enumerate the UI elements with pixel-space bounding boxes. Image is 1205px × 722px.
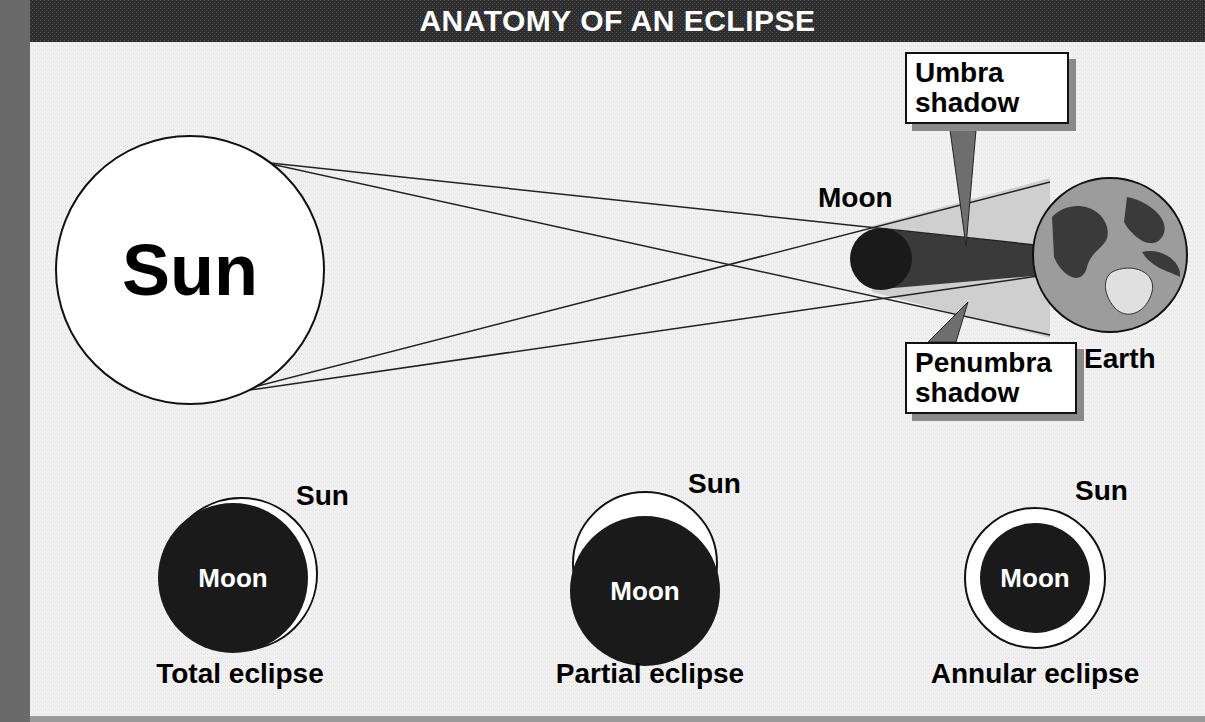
node-label: Earth bbox=[1084, 343, 1156, 375]
sun-circle: Sun bbox=[55, 135, 325, 405]
node-label: Sun bbox=[122, 229, 258, 311]
earth-globe: Earth bbox=[1032, 177, 1188, 333]
panel bbox=[30, 0, 1205, 716]
diagram-title: ANATOMY OF AN ECLIPSE bbox=[30, 0, 1205, 42]
node-label: Moon bbox=[610, 576, 679, 607]
moon-disc: Moon bbox=[570, 516, 720, 666]
callout-box: Umbra shadow bbox=[905, 52, 1069, 124]
sun-disc bbox=[965, 508, 1105, 648]
node-label: Moon bbox=[1000, 563, 1069, 594]
moon-circle: Moon bbox=[850, 228, 912, 290]
node-label: Moon bbox=[818, 182, 893, 214]
sun-label: Sun bbox=[688, 468, 741, 500]
eclipse-caption: Total eclipse bbox=[156, 658, 324, 690]
node-label: Moon bbox=[198, 563, 267, 594]
eclipse-caption: Partial eclipse bbox=[556, 658, 744, 690]
callout-text: Penumbra shadow bbox=[915, 348, 1067, 408]
eclipse-caption: Annular eclipse bbox=[931, 658, 1140, 690]
earth-drawing bbox=[1032, 177, 1188, 333]
penumbra-pointer bbox=[928, 302, 968, 342]
page-edge bbox=[0, 0, 30, 722]
moon-disc: Moon bbox=[980, 523, 1090, 633]
umbra-pointer bbox=[950, 130, 976, 246]
sun-label: Sun bbox=[1075, 475, 1128, 507]
sun-label: Sun bbox=[296, 480, 349, 512]
title-bar bbox=[30, 0, 1205, 42]
panel-edge bbox=[30, 716, 1205, 722]
moon-disc: Moon bbox=[158, 503, 308, 653]
callout-box: Penumbra shadow bbox=[905, 342, 1077, 414]
callout-text: Umbra shadow bbox=[915, 58, 1059, 118]
